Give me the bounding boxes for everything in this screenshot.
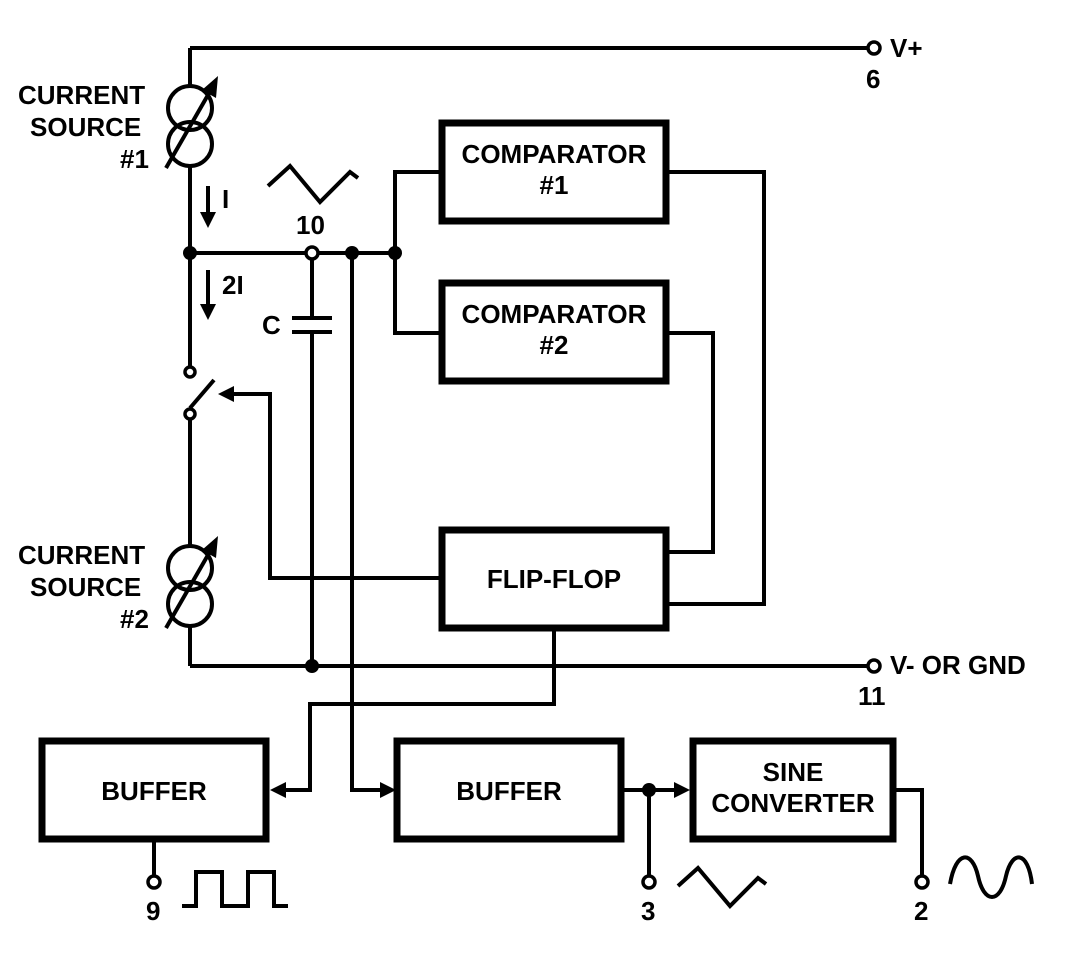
comparator2-output-wire	[666, 331, 715, 554]
switch-control-wire	[232, 392, 442, 580]
pin3-terminal	[641, 874, 657, 890]
timing-node-terminal	[304, 245, 320, 261]
current-source-1-line2: SOURCE	[30, 112, 141, 142]
buffer-left-label: BUFFER	[101, 776, 207, 806]
current-source-1-icon	[164, 76, 218, 169]
sine-converter-line2: CONVERTER	[711, 788, 874, 818]
current-label-upper: I	[222, 184, 229, 214]
arrowhead	[270, 782, 286, 798]
buffer-right-block: BUFFER	[393, 737, 625, 843]
sine-converter-block: SINE CONVERTER	[689, 737, 897, 843]
comparator-1-line1: COMPARATOR	[462, 139, 647, 169]
current-label-lower: 2I	[222, 270, 244, 300]
current-source-2-line1: CURRENT	[18, 540, 145, 570]
pin9-label: 9	[146, 896, 160, 926]
buffer-right-label: BUFFER	[456, 776, 562, 806]
sine-converter-line1: SINE	[763, 757, 824, 787]
capacitor-label: C	[262, 310, 281, 340]
comparator2-input-wire	[393, 253, 442, 335]
timing-node-pin: 10	[296, 210, 325, 240]
pin2-label: 2	[914, 896, 928, 926]
vminus-label: V- OR GND	[890, 650, 1026, 680]
vplus-label: V+	[890, 33, 923, 63]
pin9-terminal	[146, 874, 162, 890]
vminus-pin: 11	[858, 681, 886, 711]
comparator1-output-wire	[666, 170, 766, 606]
triangle-wave-icon	[676, 865, 768, 909]
current-arrow-lower	[200, 270, 216, 320]
pin3-label: 3	[641, 896, 655, 926]
pin2-terminal	[914, 874, 930, 890]
current-source-2-line2: SOURCE	[30, 572, 141, 602]
arrowhead	[218, 386, 234, 402]
current-source-2-line3: #2	[120, 604, 149, 634]
square-wave-icon	[182, 870, 288, 908]
arrowhead	[380, 782, 396, 798]
junction-dot	[183, 246, 197, 260]
current-source-1-line1: CURRENT	[18, 80, 145, 110]
comparator-2-block: COMPARATOR #2	[438, 279, 670, 385]
comparator-1-block: COMPARATOR #1	[438, 119, 670, 225]
junction-dot	[305, 659, 319, 673]
triangle-wave-icon	[266, 163, 360, 205]
comparator-1-line2: #1	[540, 170, 569, 200]
capacitor-icon	[292, 259, 332, 666]
sine-wave-icon	[948, 855, 1034, 899]
current-arrow-upper	[200, 186, 216, 228]
current-source-1-line3: #1	[120, 144, 149, 174]
switch-icon	[183, 365, 216, 421]
sine-output-wire	[893, 788, 924, 877]
comparator-2-line1: COMPARATOR	[462, 299, 647, 329]
arrowhead	[674, 782, 690, 798]
vplus-terminal	[866, 40, 882, 56]
flip-flop-label: FLIP-FLOP	[487, 564, 621, 594]
timing-to-buffer-wire	[350, 253, 384, 792]
flip-flop-block: FLIP-FLOP	[438, 526, 670, 632]
vplus-pin: 6	[866, 64, 880, 94]
vminus-terminal	[866, 658, 882, 674]
current-source-2-icon	[164, 536, 218, 629]
comparator1-input-wire	[393, 170, 442, 253]
buffer-left-block: BUFFER	[38, 737, 270, 843]
flipflop-to-buffer-wire	[282, 628, 556, 792]
comparator-2-line2: #2	[540, 330, 569, 360]
